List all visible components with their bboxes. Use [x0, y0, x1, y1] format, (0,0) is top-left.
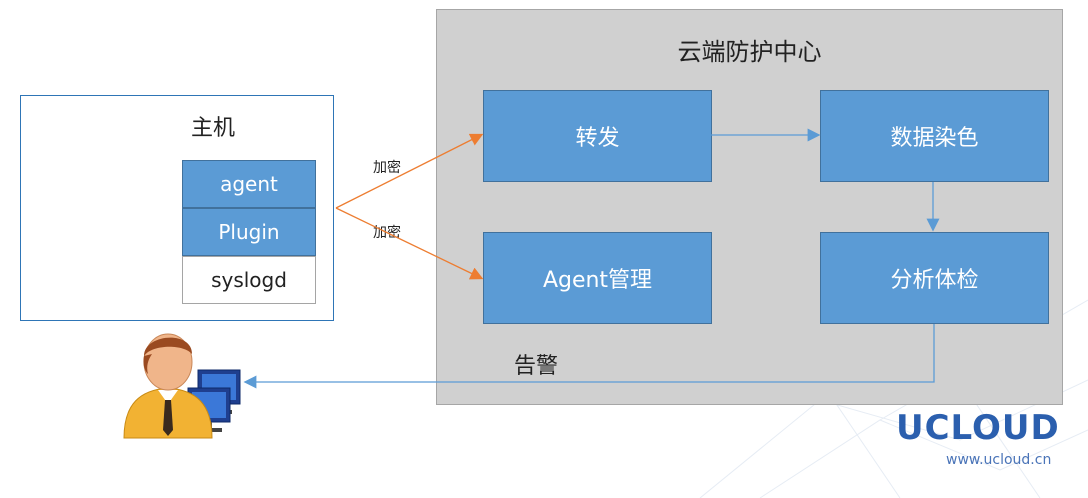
forward-box: 转发: [483, 90, 712, 182]
cloud-protection-center: 云端防护中心 转发 数据染色 Agent管理 分析体检 告警: [436, 9, 1063, 405]
host-component-stack: agent Plugin syslogd: [182, 160, 316, 304]
alert-label: 告警: [514, 354, 559, 379]
agent-component: agent: [182, 160, 316, 208]
syslogd-component: syslogd: [182, 256, 316, 304]
host-title: 主机: [191, 116, 236, 141]
ucloud-logo: UCLOUD: [896, 408, 1060, 448]
agent-management-box: Agent管理: [483, 232, 712, 324]
user-at-computer-icon: [123, 333, 241, 439]
analysis-box: 分析体检: [820, 232, 1049, 324]
alert-arrow: [243, 324, 935, 389]
ucloud-url: www.ucloud.cn: [946, 452, 1052, 468]
encrypt-arrow-to-agent-mgmt: [335, 207, 484, 280]
cloud-title: 云端防护中心: [677, 38, 822, 66]
plugin-component: Plugin: [182, 208, 316, 256]
host-panel: 主机 agent Plugin syslogd: [20, 95, 334, 321]
data-coloring-box: 数据染色: [820, 90, 1049, 182]
encrypt-arrow-to-forward: [335, 133, 484, 209]
encrypt-label-top: 加密: [373, 160, 401, 176]
